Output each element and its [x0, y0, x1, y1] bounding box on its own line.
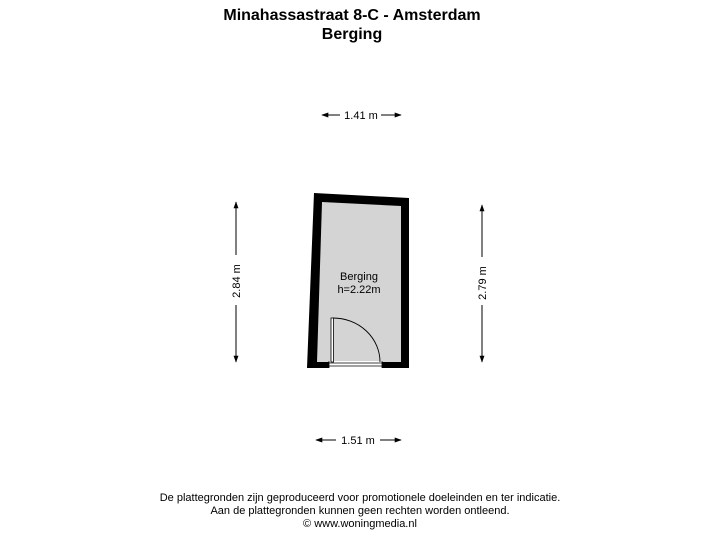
dimension-right: 2.79 m — [477, 204, 489, 363]
disclaimer-line-2: Aan de plattegronden kunnen geen rechten… — [210, 505, 510, 517]
room-height: h=2.22m — [337, 284, 380, 296]
room-floor — [317, 202, 401, 362]
page-title: Minahassastraat 8-C - Amsterdam — [223, 7, 481, 24]
copyright: © www.woningmedia.nl — [303, 518, 417, 530]
room-label: Berging — [340, 271, 378, 283]
dimension-bottom: 1.51 m — [315, 435, 402, 447]
dimension-top: 1.41 m — [321, 110, 402, 122]
door-opening — [329, 361, 382, 369]
door-icon — [330, 317, 381, 363]
dimension-bottom-label: 1.51 m — [341, 435, 375, 447]
disclaimer-line-1: De plattegronden zijn geproduceerd voor … — [159, 492, 561, 504]
dimension-right-label: 2.79 m — [477, 266, 489, 300]
dimension-left: 2.84 m — [231, 201, 243, 363]
dimension-top-label: 1.41 m — [344, 110, 378, 122]
floor-name: Berging — [321, 26, 383, 43]
dimension-left-label: 2.84 m — [231, 264, 243, 298]
